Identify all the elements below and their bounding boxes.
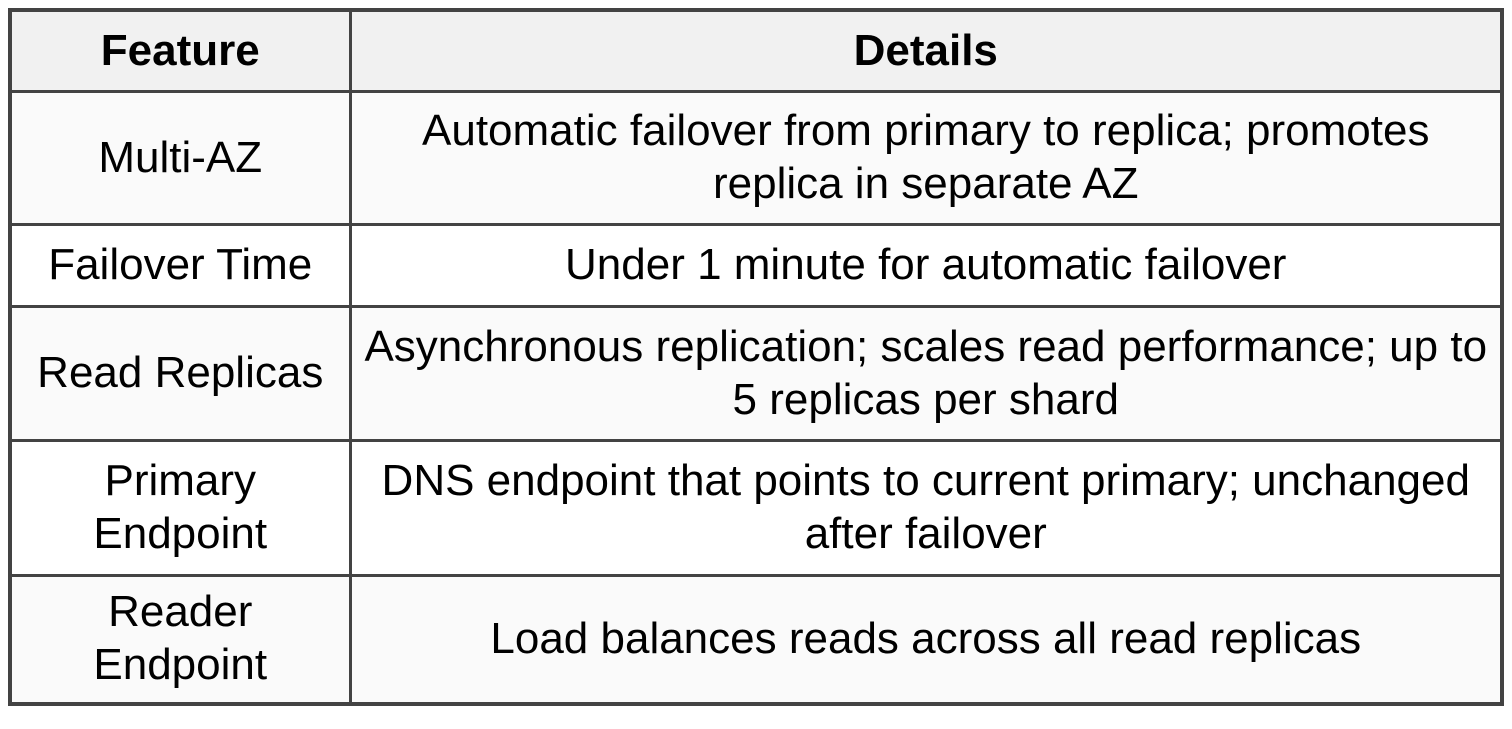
feature-details-table: Feature Details Multi-AZ Automatic failo… [8,8,1504,706]
feature-cell: Read Replicas [8,305,352,442]
header-row: Feature Details [8,8,1504,93]
details-cell: Under 1 minute for automatic failover [348,223,1504,308]
table-row: Read Replicas Asynchronous replication; … [8,305,1504,442]
feature-cell: Failover Time [8,223,352,308]
table-row: Multi-AZ Automatic failover from primary… [8,90,1504,226]
feature-cell: Reader Endpoint [8,574,352,705]
table-row: Failover Time Under 1 minute for automat… [8,223,1504,308]
details-cell: Asynchronous replication; scales read pe… [348,305,1504,442]
details-cell: Automatic failover from primary to repli… [348,90,1504,226]
feature-cell: Multi-AZ [8,90,352,226]
feature-cell: Primary Endpoint [8,439,352,577]
table-row: Primary Endpoint DNS endpoint that point… [8,439,1504,577]
table-row: Reader Endpoint Load balances reads acro… [8,574,1504,705]
column-header-feature: Feature [8,8,352,93]
details-cell: DNS endpoint that points to current prim… [348,439,1504,577]
column-header-details: Details [348,8,1504,93]
details-cell: Load balances reads across all read repl… [348,574,1504,705]
